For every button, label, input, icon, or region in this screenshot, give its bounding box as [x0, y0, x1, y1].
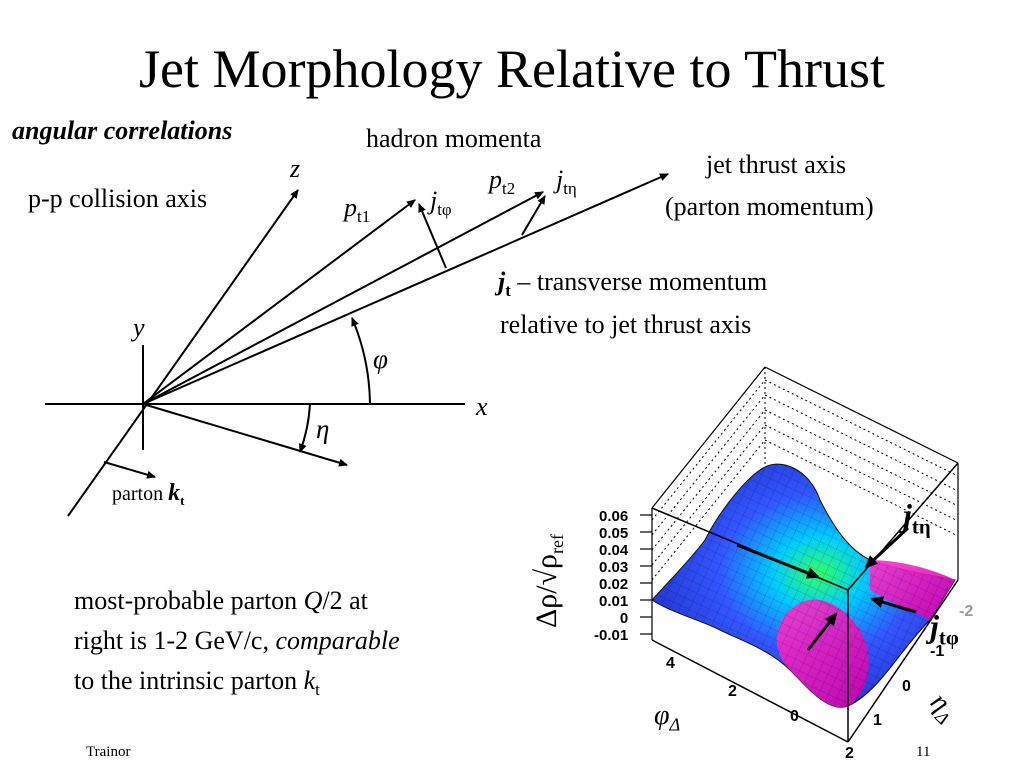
- jtphi-label: jtφ: [430, 186, 452, 220]
- plot-arrow-jteta: [864, 526, 910, 569]
- jt-definition-line2: relative to jet thrust axis: [500, 310, 752, 339]
- plot-jteta-sub: tη: [911, 515, 931, 539]
- body-line2-it: comparable: [275, 626, 400, 655]
- plot-arrow-bottom: [806, 612, 838, 651]
- footer-author: Trainor: [86, 744, 131, 760]
- body-line-2: right is 1-2 GeV/c, comparable: [74, 621, 400, 661]
- slide-subtitle: angular correlations: [12, 116, 233, 145]
- jteta-base: j: [556, 165, 564, 194]
- jteta-label: jtη: [556, 165, 577, 199]
- y-axis-label: y: [133, 313, 145, 342]
- x-axis-label: x: [476, 392, 488, 421]
- pt1-base: p: [344, 193, 357, 222]
- hadron-momenta-label: hadron momenta: [366, 124, 542, 153]
- slide-title: Jet Morphology Relative to Thrust: [139, 39, 885, 99]
- thrust-axis-arrow: [142, 173, 669, 405]
- jteta-sub: tη: [563, 179, 577, 199]
- phi-axis-label: φΔ: [654, 700, 680, 736]
- pp-collision-axis-label: p-p collision axis: [28, 184, 208, 213]
- z-label-sub: ref: [547, 533, 568, 554]
- eta-tick-2: 2: [845, 745, 854, 762]
- pt2-sub: t2: [502, 179, 516, 199]
- jt-sub: t: [505, 281, 511, 301]
- body-line-3: to the intrinsic parton kt: [74, 661, 400, 710]
- z-tick: 0.02: [599, 576, 629, 593]
- z-tick: 0.05: [599, 525, 629, 542]
- plot-z-axis-label: Δρ/√ρref: [530, 534, 568, 628]
- jt-definition-line1: jt – transverse momentum: [498, 267, 767, 301]
- kt-sub: t: [180, 493, 185, 508]
- thrust-axis-label-1: jet thrust axis: [706, 150, 847, 179]
- body-line1-a: most-probable parton: [74, 586, 304, 615]
- jtphi-sub: tφ: [437, 200, 452, 220]
- pt2-base: p: [489, 165, 502, 194]
- plot-jtphi-base: j: [930, 608, 939, 644]
- phi-label-text: φ: [654, 700, 670, 731]
- z-label-text: Δρ/√ρ: [530, 553, 564, 629]
- body-line1-q: Q: [303, 586, 323, 615]
- phi-tick-0: 0: [790, 708, 799, 725]
- body-line2-a: right is 1-2 GeV/c,: [74, 626, 276, 655]
- z-axis-label: z: [290, 154, 301, 183]
- plot-jteta-base: j: [903, 497, 912, 533]
- plot-jteta-label: jtη: [903, 497, 931, 539]
- parton-word: parton: [112, 483, 169, 505]
- plot-jtphi-label: jtφ: [930, 608, 959, 650]
- body-line3-a: to the intrinsic parton: [74, 666, 304, 695]
- parton-kt-arrow: [103, 461, 156, 479]
- body-line3-k: k: [303, 666, 316, 695]
- body-line-1: most-probable parton Q/2 at: [74, 581, 400, 621]
- eta-arrow: [142, 403, 348, 467]
- eta-arc: [299, 403, 311, 453]
- body-line3-sub: t: [315, 680, 320, 700]
- phi-label-sub: Δ: [669, 714, 681, 735]
- eta-tick-minus1: -1: [930, 643, 945, 660]
- pt1-label: pt1: [344, 193, 370, 227]
- plot-jtphi-sub: tφ: [938, 626, 959, 650]
- jtphi-base: j: [430, 186, 438, 215]
- jt-base: j: [498, 267, 506, 296]
- z-tick: -0.01: [594, 627, 629, 644]
- eta-tick-minus2: -2: [959, 603, 974, 620]
- z-tick-labels: 0.06 0.05 0.04 0.03 0.02 0.01 0 -0.01: [594, 508, 628, 644]
- z-tick: 0.01: [599, 593, 629, 610]
- jtphi-arrow: [418, 203, 447, 269]
- plot-arrow-jtphi: [870, 596, 917, 614]
- jteta-arrow: [521, 195, 546, 236]
- z-tick: 0: [619, 610, 629, 627]
- body-line1-b: /2 at: [322, 586, 368, 615]
- thrust-axis-label-2: (parton momentum): [665, 192, 874, 221]
- phi-angle-label: φ: [373, 344, 388, 374]
- phi-tick-2: 2: [728, 683, 737, 700]
- eta-angle-label: η: [316, 414, 330, 444]
- phi-tick-4: 4: [666, 655, 675, 672]
- eta-tick-0: 0: [902, 678, 911, 695]
- body-paragraph: most-probable parton Q/2 at right is 1-2…: [74, 581, 400, 710]
- pt2-arrow: [142, 191, 544, 405]
- jt-desc1: – transverse momentum: [510, 267, 768, 296]
- page-number: 11: [916, 744, 931, 760]
- phi-arc: [351, 317, 371, 405]
- z-tick: 0.06: [599, 508, 629, 525]
- pt2-label: pt2: [489, 165, 515, 199]
- eta-tick-1: 1: [873, 712, 882, 729]
- parton-kt-label: parton kt: [112, 480, 184, 509]
- pt1-sub: t1: [357, 207, 371, 227]
- plot-arrow-left: [736, 543, 820, 579]
- z-tick: 0.03: [599, 559, 629, 576]
- z-tick: 0.04: [599, 542, 629, 559]
- pt1-arrow: [142, 199, 416, 405]
- kt-base: k: [168, 480, 181, 506]
